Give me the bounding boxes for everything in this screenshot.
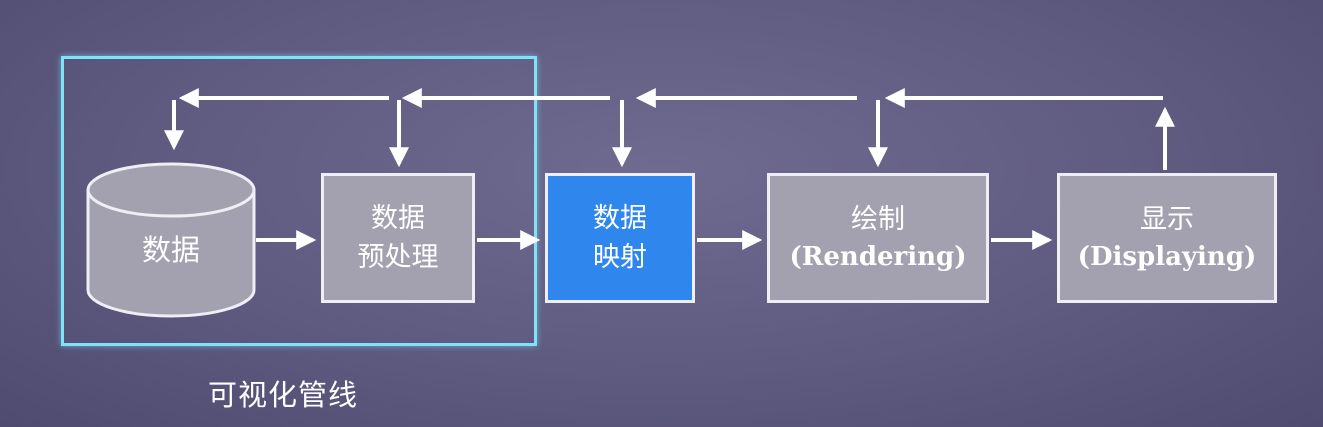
pipeline-highlight-frame bbox=[61, 56, 537, 346]
pipeline-caption: 可视化管线 bbox=[208, 378, 359, 412]
data-cylinder bbox=[86, 162, 256, 318]
mapping-box: 数据 映射 bbox=[545, 173, 695, 303]
rendering-label-line2: (Rendering) bbox=[789, 241, 967, 272]
display-label-line2: (Displaying) bbox=[1077, 241, 1257, 272]
mapping-label-line1: 数据 bbox=[593, 202, 647, 234]
mapping-label-line2: 映射 bbox=[593, 242, 647, 273]
rendering-box: 绘制 (Rendering) bbox=[767, 173, 989, 303]
display-label-line1: 显示 bbox=[1140, 203, 1194, 235]
display-box: 显示 (Displaying) bbox=[1057, 173, 1277, 303]
preprocess-label-line1: 数据 bbox=[371, 202, 425, 234]
rendering-label-line1: 绘制 bbox=[851, 203, 905, 235]
preprocess-label-line2: 预处理 bbox=[357, 242, 439, 273]
data-cylinder-label: 数据 bbox=[141, 233, 200, 267]
preprocess-box: 数据 预处理 bbox=[321, 173, 475, 303]
